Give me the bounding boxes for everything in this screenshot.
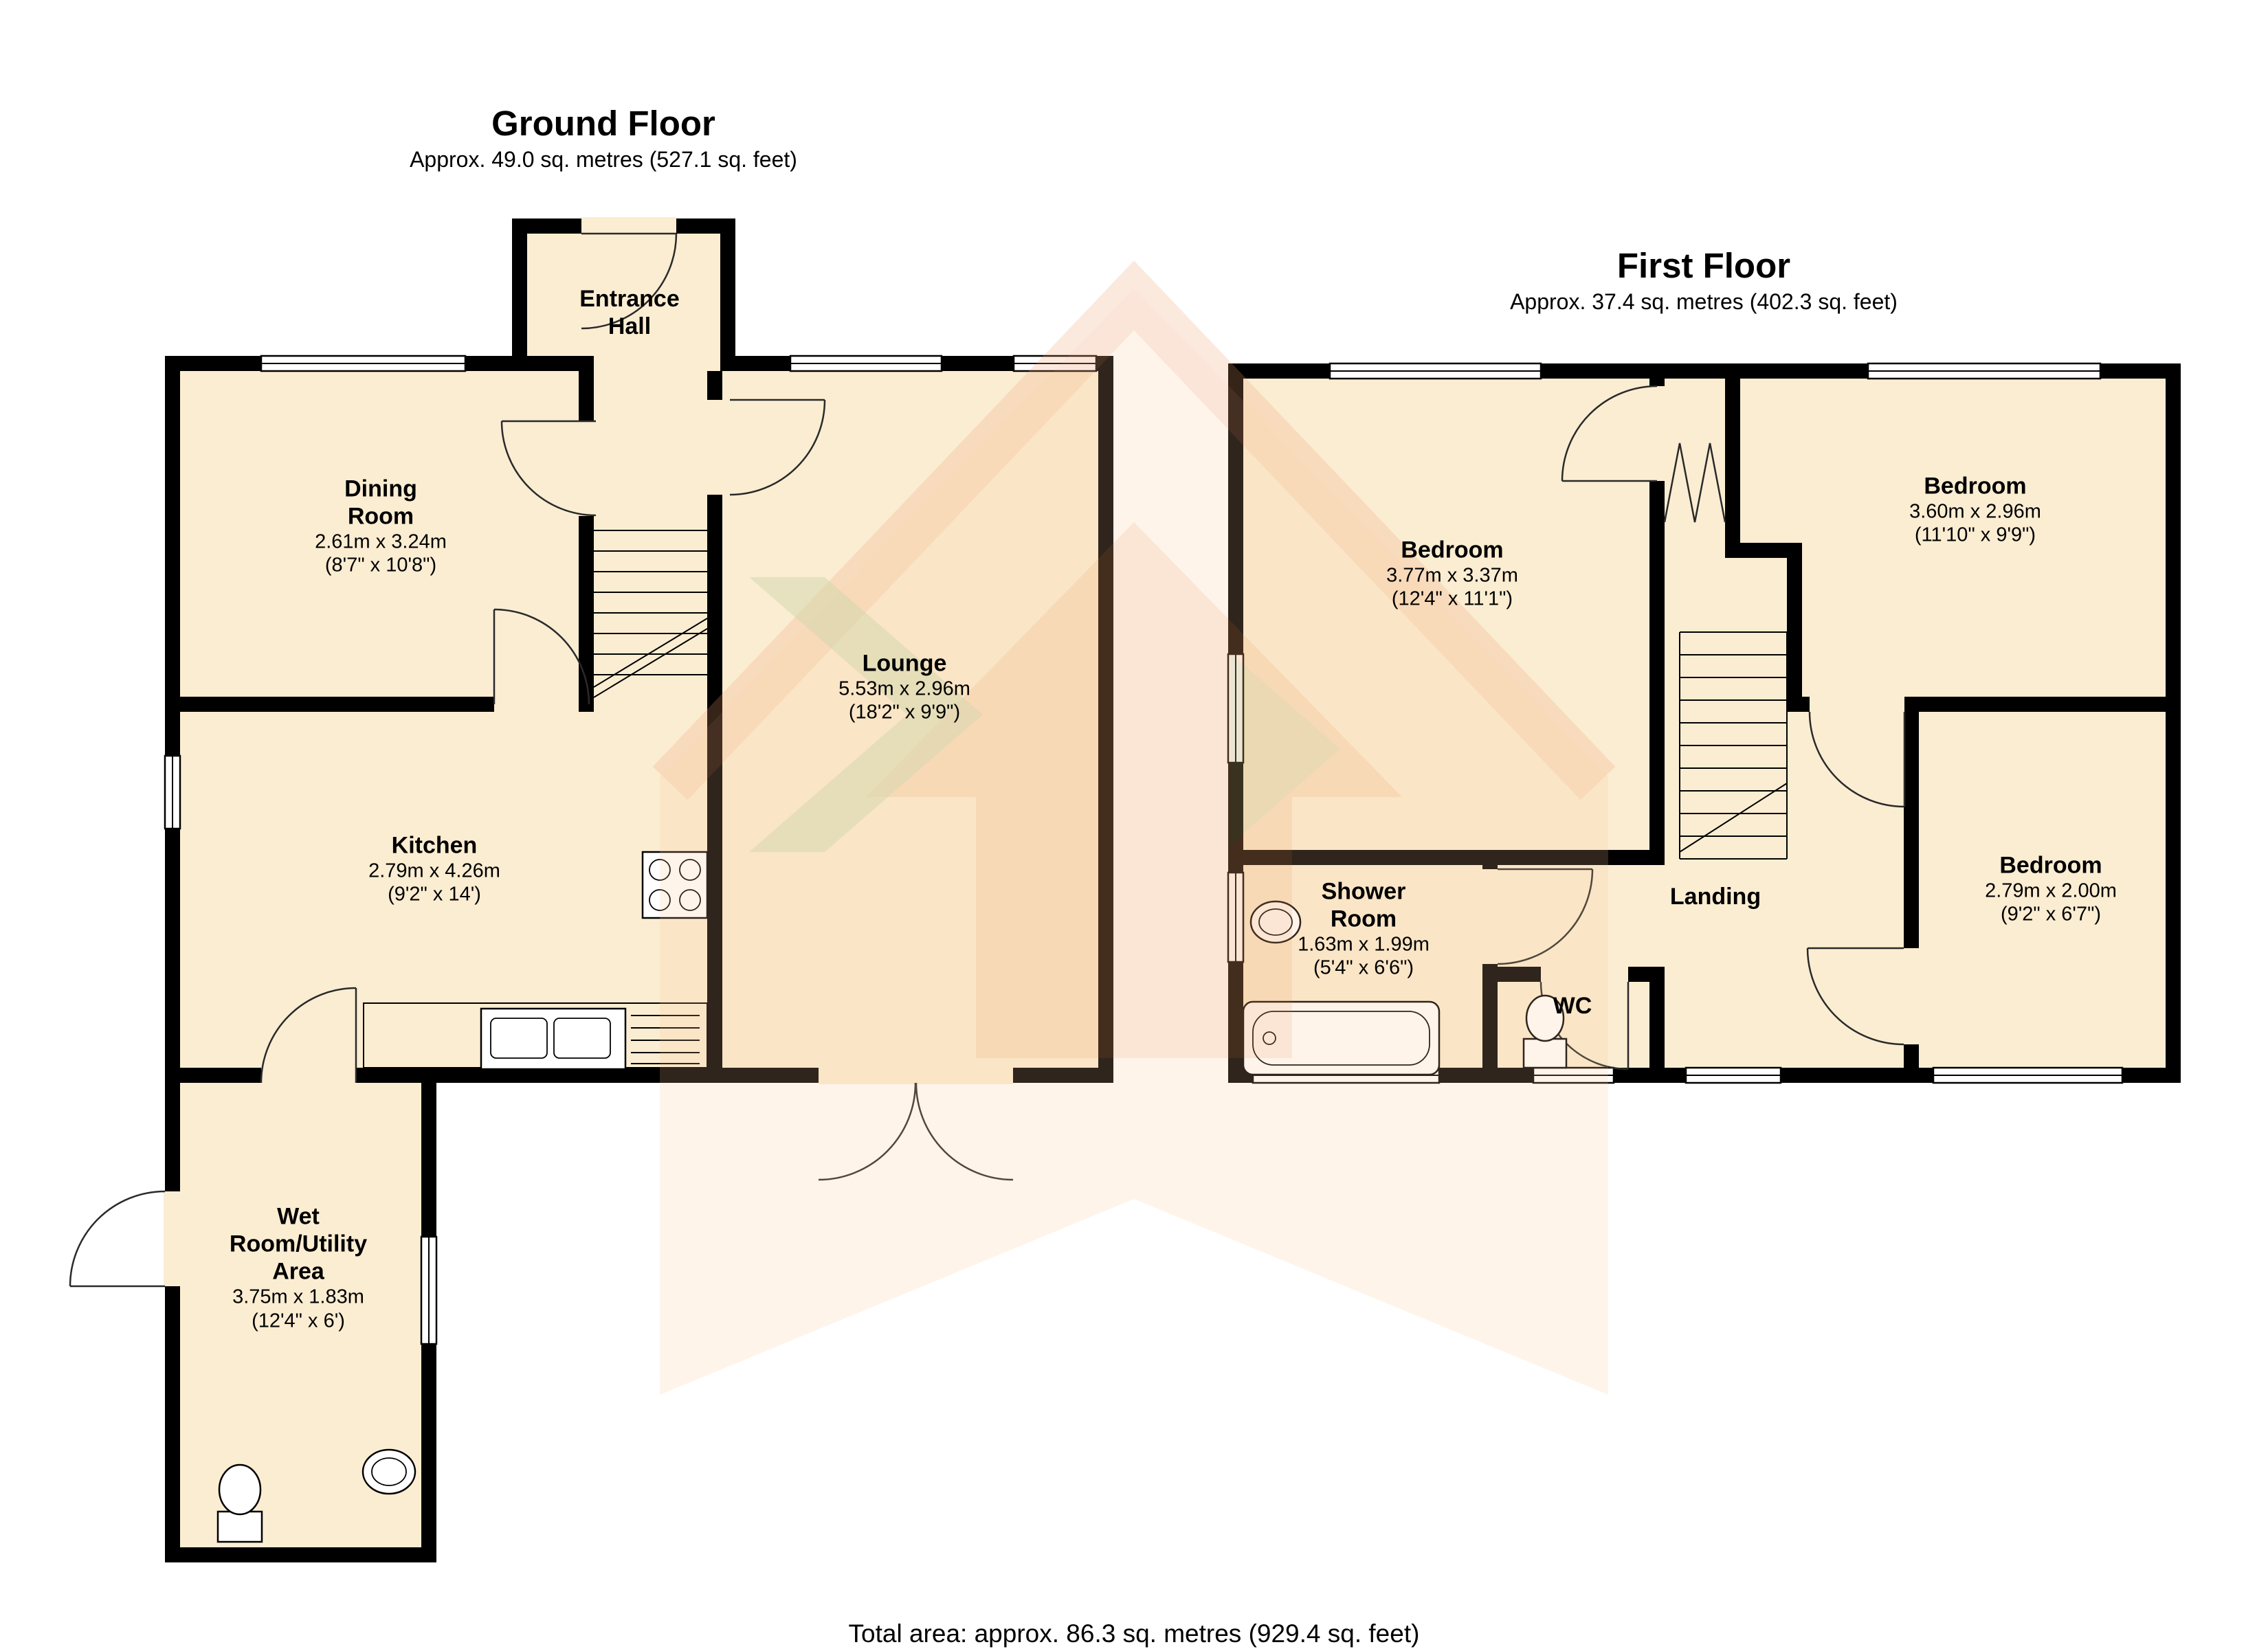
- basin-icon: [1249, 900, 1302, 944]
- first-floor-stairs: [1679, 631, 1788, 860]
- ground-floor-plan: [69, 217, 1113, 1562]
- ground-floor-windows: [164, 355, 1098, 1345]
- ground-floor-door-openings: [164, 217, 1013, 1286]
- toilet-icon: [216, 1463, 263, 1543]
- stove-icon: [641, 851, 709, 919]
- bathtub-icon: [1242, 1000, 1441, 1076]
- ground-floor-stairs: [593, 530, 708, 698]
- ground-floor-fills: [169, 223, 1109, 1558]
- first-floor-plan: [1227, 362, 2181, 1084]
- watermark-logo: [652, 260, 1616, 1395]
- sink-icon: [362, 1448, 416, 1495]
- closet-bifold-doors: [1663, 442, 1726, 523]
- kitchen-counter: [363, 1002, 708, 1070]
- ground-floor-door-arcs: [69, 232, 1014, 1288]
- wc-toilet-icon: [1522, 994, 1568, 1069]
